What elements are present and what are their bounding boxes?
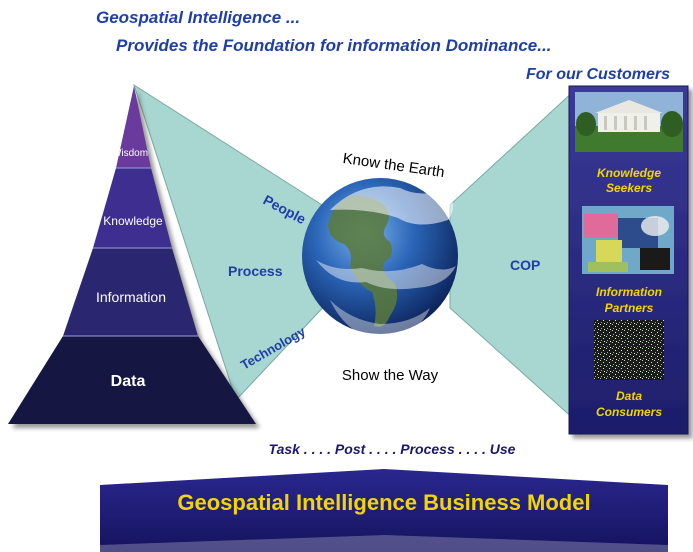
- earth-globe: [302, 178, 458, 339]
- pyramid-label-knowledge: Knowledge: [103, 214, 163, 228]
- pyramid-label-data: Data: [111, 373, 146, 390]
- cone-label-process: Process: [228, 263, 283, 279]
- customer-group-1-line-1: Knowledge: [597, 166, 661, 180]
- customer-group-2-line-2: Partners: [605, 301, 654, 315]
- pyramid-level-information: [63, 248, 198, 336]
- customer-group-3-line-1: Data: [616, 389, 642, 403]
- headline-line-2: Provides the Foundation for information …: [116, 36, 552, 55]
- banner-title: Geospatial Intelligence Business Model: [177, 490, 590, 515]
- customer-group-3-line-2: Consumers: [596, 405, 662, 419]
- globe-caption-top: Know the Earth: [342, 150, 446, 181]
- pyramid-label-information: Information: [96, 289, 166, 305]
- right-cone: [449, 88, 576, 422]
- workflow-steps: Task . . . . Post . . . . Process . . . …: [269, 441, 516, 457]
- customer-photo-imagery: [594, 320, 664, 380]
- pyramid-label-wisdom: Wisdom: [112, 148, 148, 159]
- customer-photo-collage: [582, 206, 674, 274]
- globe-caption-bottom: Show the Way: [342, 367, 439, 384]
- cone-label-cop: COP: [510, 257, 540, 273]
- customer-group-2-line-1: Information: [596, 285, 662, 299]
- headline-line-3: For our Customers: [526, 66, 671, 83]
- model-banner: [100, 469, 668, 552]
- headline-line-1: Geospatial Intelligence ...: [96, 8, 301, 27]
- pyramid-level-wisdom: [116, 86, 151, 168]
- pyramid-level-data: [8, 336, 256, 424]
- customer-group-1-line-2: Seekers: [606, 181, 652, 195]
- pyramid: [8, 86, 256, 424]
- pyramid-level-knowledge: [93, 168, 172, 248]
- customer-photo-building: [575, 92, 683, 152]
